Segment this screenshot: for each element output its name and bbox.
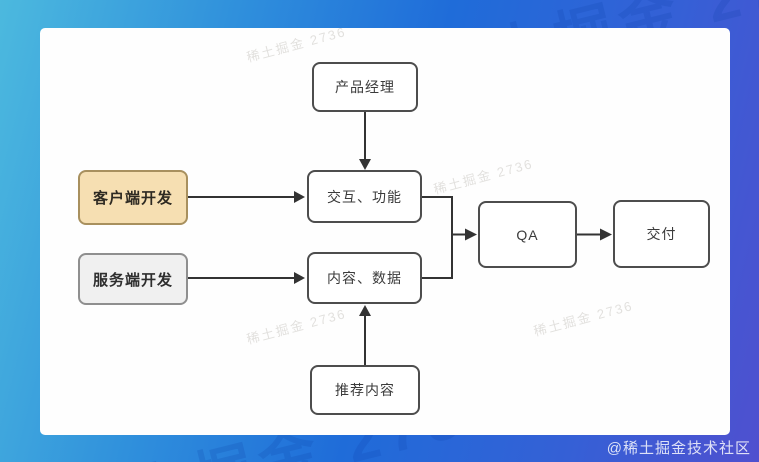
node-content-data: 内容、数据: [307, 252, 422, 304]
node-recommend-content: 推荐内容: [310, 365, 420, 415]
node-client-dev: 客户端开发: [78, 170, 188, 225]
community-attribution: @稀土掘金技术社区: [606, 440, 751, 457]
node-label: 内容、数据: [327, 270, 402, 286]
node-label: 客户端开发: [92, 190, 173, 207]
node-delivery: 交付: [613, 200, 710, 268]
node-label: 交互、功能: [327, 188, 402, 205]
node-product-manager: 产品经理: [312, 62, 418, 112]
node-qa: QA: [478, 201, 577, 268]
node-label: 交付: [646, 226, 677, 242]
node-label: 服务端开发: [92, 271, 173, 289]
node-label: QA: [516, 226, 539, 243]
node-label: 产品经理: [335, 79, 395, 95]
connector-layer: [188, 112, 612, 365]
node-label: 推荐内容: [335, 382, 395, 398]
node-interaction-function: 交互、功能: [307, 170, 422, 223]
diagram-canvas: 稀土掘金 2736 稀土掘金 2736 稀土掘金 2736 稀土掘金 2736 …: [40, 24, 730, 435]
node-server-dev: 服务端开发: [78, 253, 188, 305]
